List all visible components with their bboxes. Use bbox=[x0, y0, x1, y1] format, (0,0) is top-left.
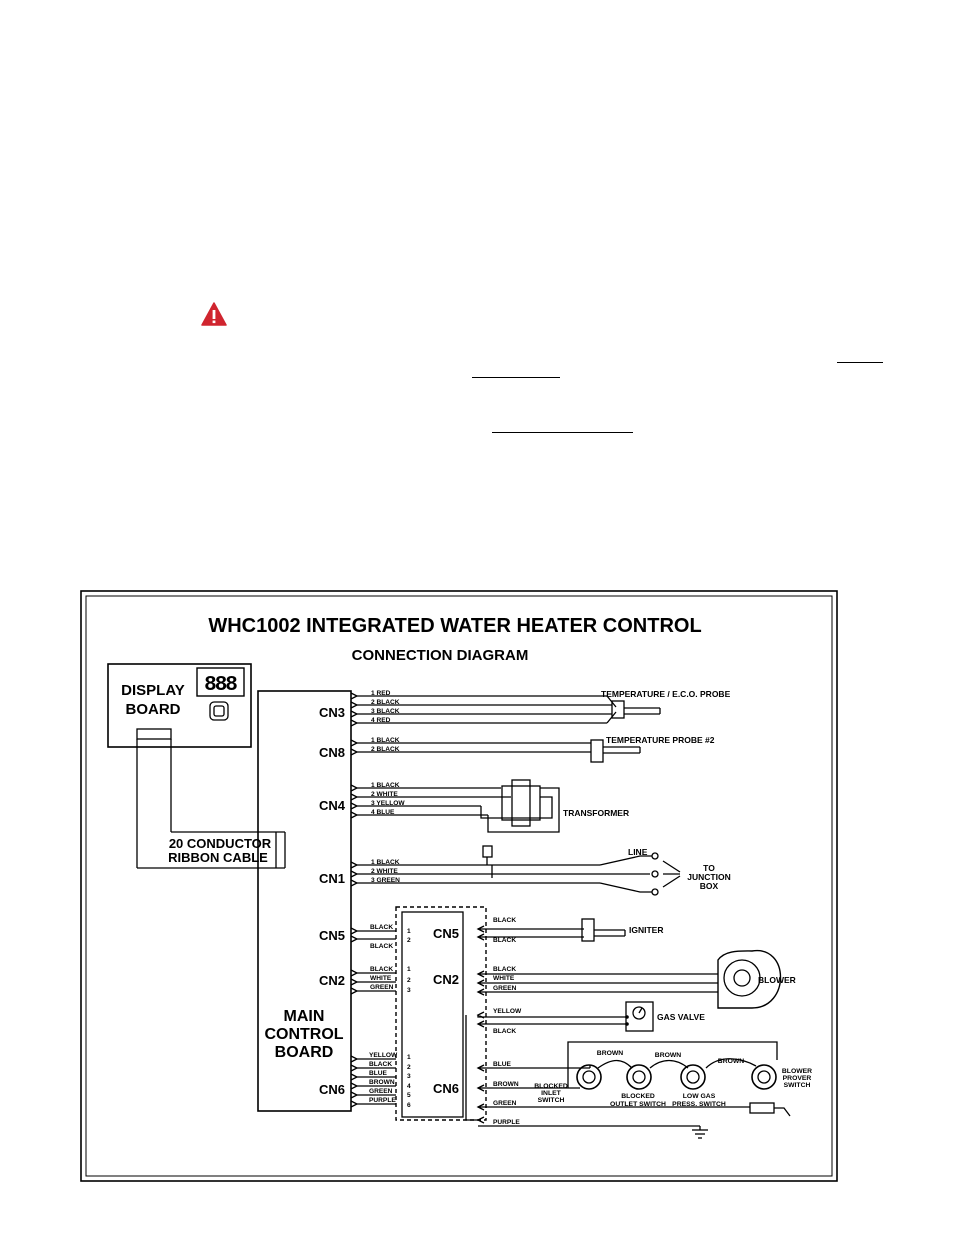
wire-label: BROWN bbox=[655, 1052, 682, 1059]
junction-box-label-3: BOX bbox=[700, 881, 719, 891]
blocked-inlet-label-2: INLET bbox=[541, 1090, 561, 1097]
low-gas-label-1: LOW GAS bbox=[683, 1093, 716, 1100]
wire-label: BLACK bbox=[370, 924, 393, 931]
wire-label: BROWN bbox=[369, 1079, 395, 1086]
pin-number: 4 bbox=[407, 1083, 411, 1090]
wire-label: GREEN bbox=[370, 984, 394, 991]
wire-label: BLACK bbox=[493, 1028, 516, 1035]
junction-box-label-1: TO bbox=[703, 863, 715, 873]
wire-label: 1 BLACK bbox=[371, 859, 400, 866]
wire-label: 2 WHITE bbox=[371, 868, 398, 875]
wire-label: BROWN bbox=[718, 1058, 745, 1065]
underline-rule bbox=[492, 432, 633, 433]
wire-label: YELLOW bbox=[369, 1052, 398, 1059]
main-board-label-2: CONTROL bbox=[264, 1026, 343, 1043]
wire-label: 3 GREEN bbox=[371, 877, 400, 884]
underline-rule bbox=[837, 362, 883, 363]
cn5-small-label: CN5 bbox=[433, 926, 459, 941]
cn4-label: CN4 bbox=[319, 798, 346, 813]
wire-label: GREEN bbox=[493, 1100, 517, 1107]
display-board-label-1: DISPLAY bbox=[121, 682, 185, 699]
wire-label: BLACK bbox=[370, 966, 393, 973]
blocked-outlet-label-1: BLOCKED bbox=[621, 1093, 655, 1100]
wire-label: 4 BLUE bbox=[371, 809, 395, 816]
pin-number: 1 bbox=[407, 928, 411, 935]
wire-label: PURPLE bbox=[369, 1097, 396, 1104]
cn2-small-label: CN2 bbox=[433, 972, 459, 987]
pin-number: 2 bbox=[407, 1064, 411, 1071]
wire-label: 2 WHITE bbox=[371, 791, 398, 798]
display-digits: 888 bbox=[204, 674, 237, 697]
wire-label: WHITE bbox=[370, 975, 392, 982]
blocked-inlet-label-3: SWITCH bbox=[538, 1097, 565, 1104]
diagram-subtitle: CONNECTION DIAGRAM bbox=[352, 647, 529, 664]
wire-label: YELLOW bbox=[493, 1008, 522, 1015]
wire-label: 2 BLACK bbox=[371, 746, 400, 753]
wire-label: 1 RED bbox=[371, 690, 391, 697]
wire-label: BLACK bbox=[493, 966, 516, 973]
cn3-label: CN3 bbox=[319, 705, 345, 720]
pin-number: 5 bbox=[407, 1092, 411, 1099]
blower-prover-label-1: BLOWER bbox=[782, 1068, 812, 1075]
cn8-label: CN8 bbox=[319, 745, 345, 760]
wire-label: BLACK bbox=[493, 917, 516, 924]
igniter-label: IGNITER bbox=[629, 925, 663, 935]
blower-label: BLOWER bbox=[758, 975, 796, 985]
temp-probe-2-label: TEMPERATURE PROBE #2 bbox=[606, 735, 715, 745]
wire-label: 4 RED bbox=[371, 717, 391, 724]
blower-prover-label-3: SWITCH bbox=[784, 1082, 811, 1089]
low-gas-label-2: PRESS. SWITCH bbox=[672, 1101, 726, 1108]
cn5-label: CN5 bbox=[319, 928, 345, 943]
wire-label: BLUE bbox=[493, 1061, 512, 1068]
wire-label: 1 BLACK bbox=[371, 782, 400, 789]
wire-label: BROWN bbox=[493, 1081, 519, 1088]
pin-number: 3 bbox=[407, 987, 411, 994]
cn2-label: CN2 bbox=[319, 973, 345, 988]
temp-eco-probe-label: TEMPERATURE / E.C.O. PROBE bbox=[601, 689, 731, 699]
diagram-title: WHC1002 INTEGRATED WATER HEATER CONTROL bbox=[208, 615, 701, 637]
underline-rule bbox=[472, 377, 560, 378]
cn1-label: CN1 bbox=[319, 871, 345, 886]
wire-label: 2 BLACK bbox=[371, 699, 400, 706]
warning-triangle-icon bbox=[201, 302, 227, 326]
wire-label: WHITE bbox=[493, 975, 515, 982]
wire-label: GREEN bbox=[493, 985, 517, 992]
main-board-label-1: MAIN bbox=[284, 1008, 325, 1025]
display-board-label-2: BOARD bbox=[126, 701, 181, 718]
cn6-small-label: CN6 bbox=[433, 1081, 459, 1096]
wire-label: 3 BLACK bbox=[371, 708, 400, 715]
blocked-outlet-label-2: OUTLET SWITCH bbox=[610, 1101, 666, 1108]
wire-label: PURPLE bbox=[493, 1119, 520, 1126]
pin-number: 2 bbox=[407, 937, 411, 944]
blocked-inlet-label-1: BLOCKED bbox=[534, 1083, 568, 1090]
ribbon-cable-label-2: RIBBON CABLE bbox=[168, 850, 268, 865]
main-board-label-3: BOARD bbox=[275, 1044, 334, 1061]
ribbon-cable-label-1: 20 CONDUCTOR bbox=[169, 836, 272, 851]
wire-label: BLACK bbox=[370, 943, 393, 950]
wire-label: BROWN bbox=[597, 1050, 624, 1057]
pin-number: 6 bbox=[407, 1102, 411, 1109]
pin-number: 3 bbox=[407, 1073, 411, 1080]
wire-label: BLACK bbox=[369, 1061, 392, 1068]
pin-number: 1 bbox=[407, 966, 411, 973]
wire-label: GREEN bbox=[369, 1088, 393, 1095]
wire-label: 3 YELLOW bbox=[371, 800, 405, 807]
wire-label: BLUE bbox=[369, 1070, 388, 1077]
blower-prover-label-2: PROVER bbox=[783, 1075, 812, 1082]
pin-number: 2 bbox=[407, 977, 411, 984]
pin-number: 1 bbox=[407, 1054, 411, 1061]
transformer-label: TRANSFORMER bbox=[563, 808, 629, 818]
cn6-label: CN6 bbox=[319, 1082, 345, 1097]
junction-box-label-2: JUNCTION bbox=[687, 872, 730, 882]
wire-label: BLACK bbox=[493, 937, 516, 944]
wire-label: 1 BLACK bbox=[371, 737, 400, 744]
line-label: LINE bbox=[628, 847, 648, 857]
gas-valve-label: GAS VALVE bbox=[657, 1012, 705, 1022]
